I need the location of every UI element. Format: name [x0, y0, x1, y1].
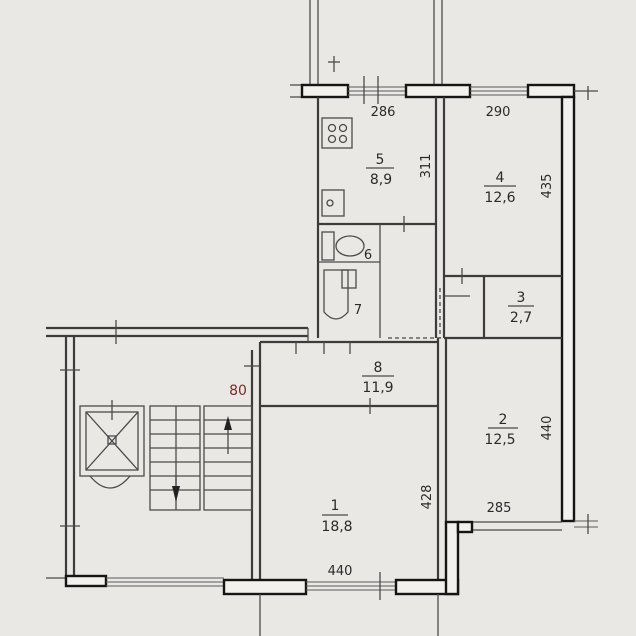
sink-icon	[321, 189, 345, 217]
stairwell	[46, 320, 309, 580]
dim-kitchen-height: 311	[419, 154, 434, 179]
dim-room2-width: 285	[487, 501, 512, 516]
dim-room1-width: 440	[328, 564, 353, 579]
stair-arrow-up-head	[224, 416, 232, 430]
room-7-number: 7	[354, 303, 362, 318]
stair-label: 80	[229, 383, 247, 399]
top-wall-segment-left	[300, 83, 350, 99]
room-8-area: 11,9	[362, 380, 393, 396]
washbasin-icon	[341, 269, 357, 289]
bottom-facade	[46, 520, 474, 636]
dim-top-room4: 290	[486, 105, 511, 120]
stove-icon	[321, 117, 353, 149]
room-3-number: 3	[517, 290, 526, 306]
dim-room4-height: 435	[540, 174, 555, 199]
dim-room1-height: 428	[420, 485, 435, 510]
room-8-number: 8	[374, 360, 383, 376]
room-5-area: 8,9	[370, 172, 392, 188]
dim-top-kitchen: 286	[371, 105, 396, 120]
bathtub-icon	[323, 269, 349, 320]
upper-shaft	[309, 0, 443, 85]
room-3-area: 2,7	[510, 310, 532, 326]
top-facade	[290, 76, 598, 104]
top-wall-segment-middle	[404, 83, 472, 99]
room-2-area: 12,5	[484, 432, 515, 448]
room-6-number: 6	[364, 248, 372, 263]
dim-room2-height: 440	[540, 416, 555, 441]
toilet-tank-icon	[321, 231, 335, 261]
interior-walls	[244, 97, 562, 580]
toilet-bowl-icon	[335, 235, 365, 257]
room-2-number: 2	[499, 412, 508, 428]
room-labels: 1 18,8 2 12,5 3 2,7 4 12,6 5 8,9 6 7 8 1…	[229, 152, 534, 535]
room-4-area: 12,6	[484, 190, 515, 206]
fixtures	[321, 117, 365, 320]
room-4-number: 4	[496, 170, 505, 186]
room-1-area: 18,8	[321, 519, 352, 535]
dimension-labels: 286 290 311 435 440 285 428 440	[328, 105, 555, 579]
top-wall-segment-right	[526, 83, 576, 99]
right-facade-wall	[560, 95, 598, 534]
room-1-number: 1	[331, 498, 340, 514]
room-5-number: 5	[376, 152, 385, 168]
stair-arrow-down-head	[172, 486, 180, 502]
